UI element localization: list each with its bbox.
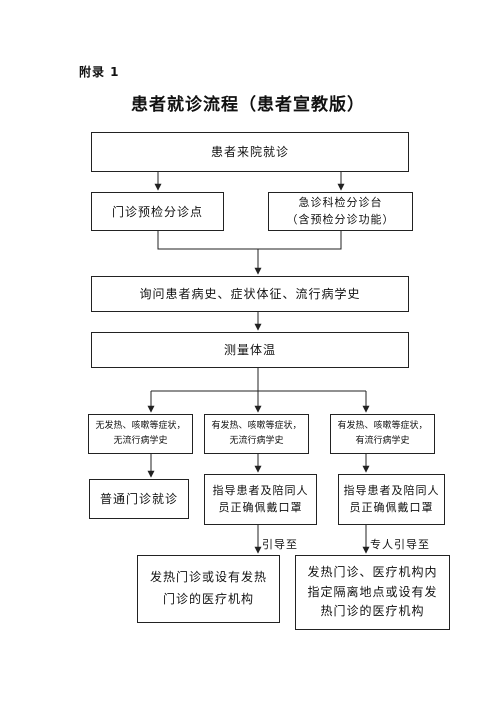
node-general-clinic: 普通门诊就诊: [89, 479, 189, 519]
node-line: （含预检分诊功能）: [286, 212, 395, 226]
node-line: 急诊科检分诊台: [298, 196, 383, 209]
node-line: 热门诊的医疗机构: [320, 604, 425, 619]
node-isolation-site: 发热门诊、医疗机构内 指定隔离地点或设有发 热门诊的医疗机构: [295, 555, 450, 630]
node-inquiry: 询问患者病史、症状体征、流行病学史: [91, 276, 409, 312]
node-line: 有发热、咳嗽等症状，: [337, 420, 428, 431]
node-case-symptoms-no-epi: 有发热、咳嗽等症状， 无流行病学史: [204, 414, 309, 454]
node-line: 无流行病学史: [229, 436, 284, 446]
node-case-no-symptoms: 无发热、咳嗽等症状， 无流行病学史: [88, 414, 193, 454]
node-line: 员正确佩戴口罩: [349, 500, 434, 514]
appendix-label: 附录 1: [79, 65, 120, 79]
node-line: 询问患者病史、症状体征、流行病学史: [139, 287, 361, 301]
node-line: 指导患者及陪同人: [212, 484, 309, 497]
page-title: 患者就诊流程（患者宣教版）: [131, 95, 365, 115]
node-line: 有发热、咳嗽等症状，: [211, 420, 302, 431]
node-line: 指定隔离地点或设有发: [307, 584, 438, 599]
merge-line-triage: [157, 231, 342, 250]
node-line: 无发热、咳嗽等症状，: [95, 420, 186, 431]
node-case-symptoms-with-epi: 有发热、咳嗽等症状， 有流行病学史: [330, 414, 435, 454]
node-line: 发热门诊、医疗机构内: [307, 564, 438, 579]
node-patient-arrival: 患者来院就诊: [91, 132, 409, 172]
node-line: 无流行病学史: [113, 436, 168, 446]
node-line: 测量体温: [223, 343, 276, 357]
node-line: 门诊预检分诊点: [111, 204, 203, 219]
node-guide-mask-2: 指导患者及陪同人 员正确佩戴口罩: [338, 474, 445, 525]
node-temperature: 测量体温: [91, 332, 409, 368]
node-line: 员正确佩戴口罩: [218, 500, 303, 514]
node-outpatient-triage: 门诊预检分诊点: [91, 192, 224, 231]
node-line: 患者来院就诊: [210, 145, 289, 159]
edge-label-guide-to: 引导至: [262, 538, 298, 551]
node-line: 发热门诊或设有发热: [149, 570, 267, 585]
node-line: 普通门诊就诊: [99, 492, 178, 506]
node-fever-clinic: 发热门诊或设有发热 门诊的医疗机构: [137, 555, 280, 623]
node-line: 指导患者及陪同人: [343, 484, 440, 497]
edge-label-escort-to: 专人引导至: [370, 538, 430, 551]
node-line: 有流行病学史: [355, 436, 410, 446]
node-emergency-triage: 急诊科检分诊台 （含预检分诊功能）: [268, 192, 413, 231]
node-line: 门诊的医疗机构: [162, 592, 254, 606]
node-guide-mask-1: 指导患者及陪同人 员正确佩戴口罩: [204, 474, 317, 525]
